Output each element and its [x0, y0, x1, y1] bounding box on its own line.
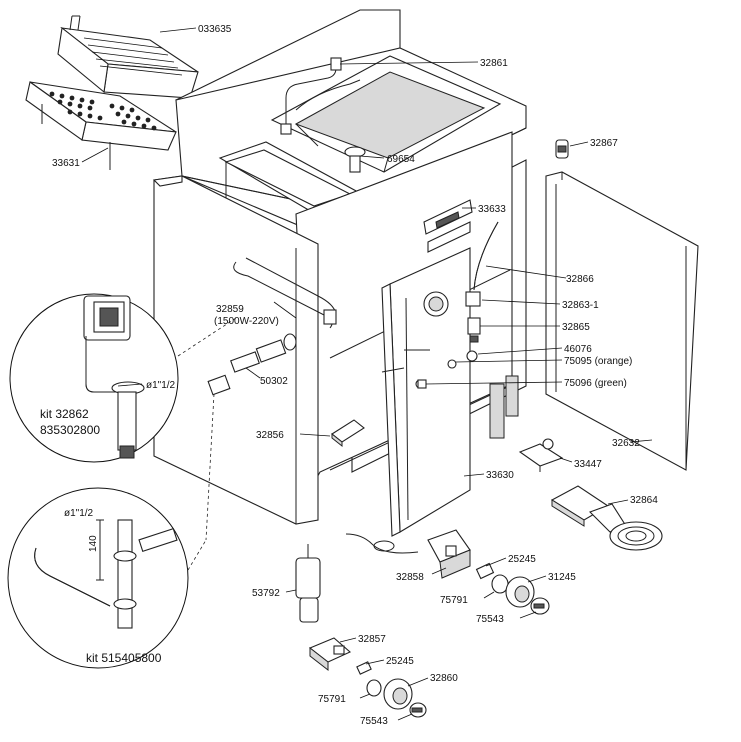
- kit-515405800-detail: [7, 487, 207, 669]
- fitting-50302[interactable]: [205, 333, 297, 541]
- label-033635: 033635: [198, 24, 232, 35]
- sleeve-53792[interactable]: [295, 544, 321, 623]
- knob-31245[interactable]: [505, 576, 535, 608]
- knob-32860[interactable]: [383, 678, 413, 710]
- kit-top-name: kit 32862: [40, 407, 89, 421]
- thermostat-32858[interactable]: [345, 529, 471, 579]
- label-75543-a: 75543: [476, 614, 504, 625]
- label-32867: 32867: [590, 138, 618, 149]
- indicator-75096[interactable]: [417, 379, 427, 389]
- fitting-32865[interactable]: [467, 317, 481, 343]
- label-75096: 75096 (green): [564, 378, 627, 389]
- kit-bottom-name: kit 515405800: [86, 651, 162, 665]
- label-75095: 75095 (orange): [564, 356, 632, 367]
- label-32866: 32866: [566, 274, 594, 285]
- door-33630[interactable]: [381, 247, 471, 537]
- kit-top-code: 835302800: [40, 423, 100, 437]
- label-33447: 33447: [574, 459, 602, 470]
- label-32865: 32865: [562, 322, 590, 333]
- label-75791-b: 75791: [318, 694, 346, 705]
- heating-element-32859[interactable]: [233, 257, 337, 329]
- label-75791-a: 75791: [440, 595, 468, 606]
- bracket-33447[interactable]: [518, 438, 564, 472]
- label-32858: 32858: [396, 572, 424, 583]
- label-32859: 32859: [216, 304, 244, 315]
- label-32860: 32860: [430, 673, 458, 684]
- terminal-25245-b[interactable]: [356, 661, 372, 675]
- terminal-25245-a[interactable]: [475, 562, 495, 580]
- perforated-tray-33631[interactable]: [25, 81, 177, 170]
- logo-plate-33633[interactable]: [423, 199, 473, 253]
- knob-32867[interactable]: [555, 139, 569, 159]
- label-32856: 32856: [256, 430, 284, 441]
- pedal-32864[interactable]: [550, 485, 663, 551]
- label-32857: 32857: [358, 634, 386, 645]
- nut-46076[interactable]: [466, 350, 478, 362]
- kit-bottom-dimension: 140: [88, 535, 99, 552]
- knob-cap-75543-a[interactable]: [530, 597, 550, 615]
- label-33630: 33630: [486, 470, 514, 481]
- ring-75791-b[interactable]: [366, 679, 382, 697]
- switch-32857[interactable]: [308, 637, 352, 672]
- side-panel-32632[interactable]: [545, 171, 699, 471]
- indicator-75095[interactable]: [447, 359, 457, 369]
- leader-lines: [81, 27, 653, 721]
- drainer-tray-033635[interactable]: [57, 15, 199, 99]
- label-25245-a: 25245: [508, 554, 536, 565]
- label-32859-spec: (1500W-220V): [214, 316, 279, 327]
- label-32863-1: 32863-1: [562, 300, 599, 311]
- kit-32862-detail: [9, 293, 237, 463]
- label-31245: 31245: [548, 572, 576, 583]
- kit-bottom-diameter: ø1"1/2: [64, 508, 94, 519]
- kit-labels: ø1"1/2 kit 32862 835302800 ø1"1/2 140 ki…: [40, 380, 176, 665]
- kit-top-diameter: ø1"1/2: [146, 380, 176, 391]
- label-32632: 32632: [612, 438, 640, 449]
- valve-32863-1[interactable]: [465, 291, 481, 307]
- drain-plug-69654[interactable]: [344, 146, 366, 173]
- label-33633: 33633: [478, 204, 506, 215]
- part-labels: 033635 33631 32861 69654 32867 33633 328…: [52, 24, 658, 727]
- label-53792: 53792: [252, 588, 280, 599]
- label-32861: 32861: [480, 58, 508, 69]
- support-32856[interactable]: [331, 419, 365, 448]
- label-69654: 69654: [387, 154, 415, 165]
- label-25245-b: 25245: [386, 656, 414, 667]
- label-46076: 46076: [564, 344, 592, 355]
- label-33631: 33631: [52, 158, 80, 169]
- side-panel-left: [152, 175, 319, 525]
- label-75543-b: 75543: [360, 716, 388, 727]
- label-50302: 50302: [260, 376, 288, 387]
- hose-32866[interactable]: [473, 221, 499, 291]
- knob-cap-75543-b[interactable]: [409, 702, 427, 718]
- label-32864: 32864: [630, 495, 658, 506]
